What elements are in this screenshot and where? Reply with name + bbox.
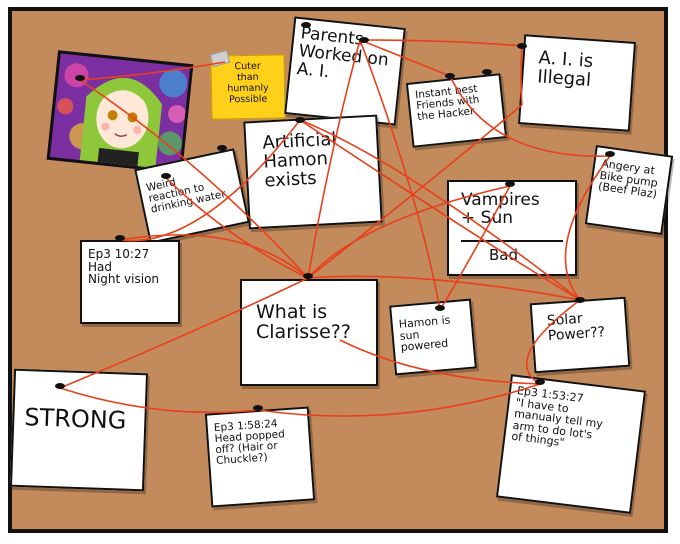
note-text-top: Vampires + Sun	[461, 192, 569, 228]
note-text: Hamon is sun powered	[398, 313, 467, 353]
note-text: A. I. is Illegal	[537, 49, 627, 93]
note-text: Artificial Hamon exists	[262, 129, 373, 191]
portrait-photo	[47, 50, 194, 174]
note-text: Ep3 1:58:24 Head popped off? (Hair or Ch…	[214, 417, 305, 467]
note-ai-is-illegal: A. I. is Illegal	[518, 34, 636, 132]
note-strong: STRONG	[10, 369, 148, 492]
note-ep3-1027: Ep3 10:27 Had Night vision	[80, 240, 180, 324]
note-text: Ep3 1:53:27 "I have to manualy tell my a…	[511, 385, 637, 457]
note-what-is-clarisse: What is Clarisse??	[240, 279, 378, 386]
note-text-bottom: Bad	[489, 248, 569, 264]
note-hamon-sun-powered: Hamon is sun powered	[389, 299, 477, 376]
note-text: STRONG	[24, 405, 139, 434]
note-text: Weird reaction to drinking water	[145, 166, 236, 216]
portrait-image	[49, 53, 193, 173]
note-text: Angery at Bike pump (Beef Plaz)	[597, 158, 663, 201]
note-text: Parents Worked on A. I.	[296, 25, 397, 88]
note-text: Ep3 10:27 Had Night vision	[88, 248, 172, 286]
note-ep3-15824: Ep3 1:58:24 Head popped off? (Hair or Ch…	[205, 406, 315, 507]
note-vampires-sun: Vampires + Sun Bad	[447, 180, 577, 276]
fraction-line	[461, 240, 563, 242]
note-angery-at-bike-pump: Angery at Bike pump (Beef Plaz)	[585, 145, 673, 235]
note-instant-best-friends: Instant best Friends with the Hacker	[406, 73, 507, 148]
note-parents-worked-on-ai: Parents Worked on A. I.	[284, 16, 406, 125]
sticky-note-text: Cuter than humanly Possible	[216, 61, 281, 106]
note-solar-power: Solar Power??	[530, 297, 631, 374]
note-artificial-hamon: Artificial Hamon exists	[243, 115, 382, 230]
note-ep3-15327: Ep3 1:53:27 "I have to manualy tell my a…	[496, 374, 646, 514]
note-text: Solar Power??	[546, 309, 620, 343]
note-text: Instant best Friends with the Hacker	[415, 82, 497, 123]
note-text: What is Clarisse??	[256, 303, 370, 343]
